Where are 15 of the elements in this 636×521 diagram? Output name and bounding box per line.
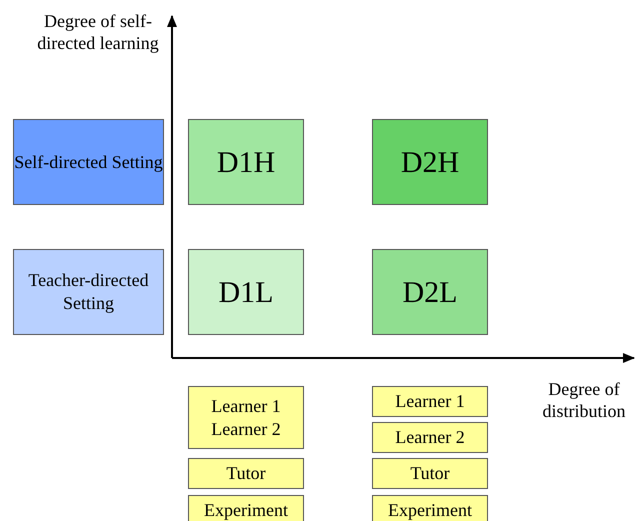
participant-box: Learner 1	[372, 386, 488, 417]
participant-box: Tutor	[188, 458, 304, 489]
participant-box: Experiment	[188, 495, 304, 521]
quadrant-box: D2L	[372, 249, 488, 335]
setting-box: Self-directed Setting	[13, 119, 164, 205]
quadrant-box: D1L	[188, 249, 304, 335]
participant-box: Learner 2	[372, 422, 488, 453]
participant-box: Learner 1 Learner 2	[188, 386, 304, 449]
axis-label: Degree of self-directed learning	[36, 10, 160, 54]
participant-box: Experiment	[372, 495, 488, 521]
quadrant-box: D1H	[188, 119, 304, 205]
quadrant-box: D2H	[372, 119, 488, 205]
setting-box: Teacher-directed Setting	[13, 249, 164, 335]
axis-label: Degree of distribution	[541, 378, 626, 422]
participant-box: Tutor	[372, 458, 488, 489]
